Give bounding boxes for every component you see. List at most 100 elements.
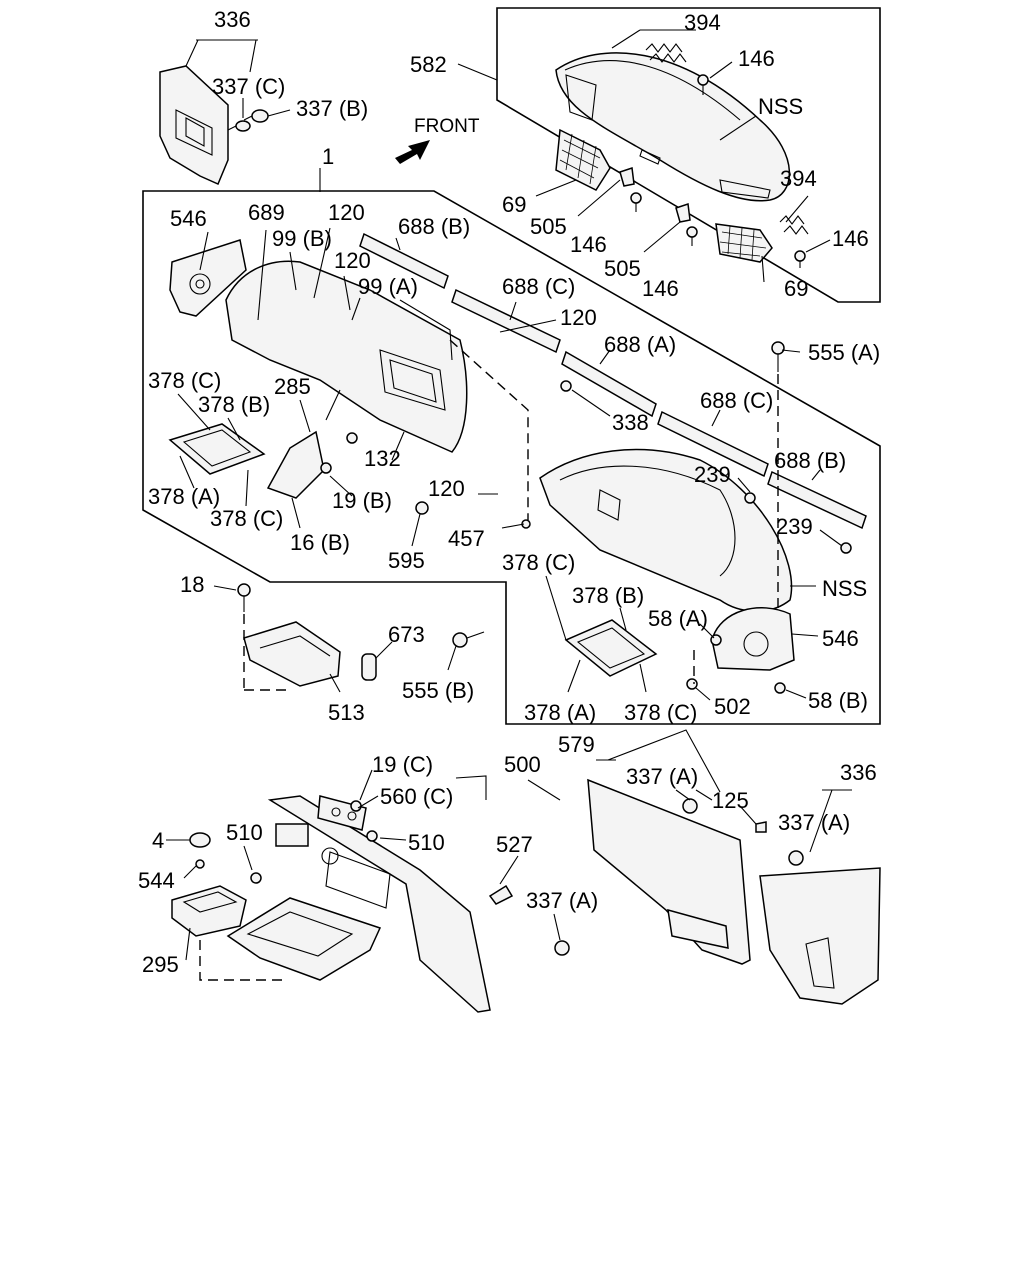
glove-box-579 xyxy=(587,778,751,965)
callout-label: 58 (B) xyxy=(808,688,868,713)
callout-label: 689 xyxy=(248,200,285,225)
bracket-513 xyxy=(243,621,341,687)
screws-146 xyxy=(630,74,806,268)
front-label: FRONT xyxy=(414,116,480,137)
speaker-grille-69-left xyxy=(555,128,611,191)
callout-label: 125 xyxy=(712,788,749,813)
callout-label: 688 (C) xyxy=(700,388,773,413)
spacer-673 xyxy=(361,653,377,681)
callout-label: 378 (B) xyxy=(572,583,644,608)
callout-label: 69 xyxy=(784,276,808,301)
callout-label: 19 (C) xyxy=(372,752,433,777)
callout-label: 378 (C) xyxy=(502,550,575,575)
inset-box-582 xyxy=(496,7,881,303)
callout-label: 673 xyxy=(388,622,425,647)
callout-label: 505 xyxy=(530,214,567,239)
callout-label: 146 xyxy=(642,276,679,301)
callout-label: 500 xyxy=(504,752,541,777)
ashtray-295 xyxy=(171,885,247,937)
callout-label: 546 xyxy=(170,206,207,231)
callout-label: 544 xyxy=(138,868,175,893)
callout-label: 378 (C) xyxy=(210,506,283,531)
callout-label: 510 xyxy=(408,830,445,855)
bracket-546-left xyxy=(169,239,247,317)
callout-label: 18 xyxy=(180,572,204,597)
callout-label: 337 (A) xyxy=(626,764,698,789)
callout-label: 239 xyxy=(776,514,813,539)
clips-505 xyxy=(619,166,691,223)
callout-label: 120 xyxy=(428,476,465,501)
callout-label: 285 xyxy=(274,374,311,399)
side-cover-336-bottom xyxy=(759,867,881,1005)
callout-label: 688 (C) xyxy=(502,274,575,299)
callout-label: 457 xyxy=(448,526,485,551)
bolts xyxy=(237,341,852,694)
callout-label: 378 (C) xyxy=(148,368,221,393)
callout-label: 378 (A) xyxy=(148,484,220,509)
callout-label: 336 xyxy=(840,760,877,785)
callout-label: 510 xyxy=(226,820,263,845)
callout-label: 337 (C) xyxy=(212,74,285,99)
callout-label: 337 (B) xyxy=(296,96,368,121)
callout-label: 555 (A) xyxy=(808,340,880,365)
callout-label: 146 xyxy=(570,232,607,257)
callout-label: 69 xyxy=(502,192,526,217)
callout-label: NSS xyxy=(758,94,803,119)
trim-strips-688 xyxy=(359,232,867,530)
callout-label: 336 xyxy=(214,7,251,32)
lower-panel-500 xyxy=(226,795,491,1013)
overhead-console-582 xyxy=(555,52,791,202)
dashed-guides xyxy=(243,339,779,691)
callout-label: 58 (A) xyxy=(648,606,708,631)
callout-label: 338 xyxy=(612,410,649,435)
callout-label: 688 (A) xyxy=(604,332,676,357)
wires-394 xyxy=(645,43,809,235)
callout-label: 337 (A) xyxy=(526,888,598,913)
leader-lines xyxy=(166,29,852,961)
callout-label: 582 xyxy=(410,52,447,77)
callout-label: 378 (C) xyxy=(624,700,697,725)
callout-label: 546 xyxy=(822,626,859,651)
front-arrow-icon xyxy=(395,140,430,164)
callout-label: 4 xyxy=(152,828,164,853)
callout-label: 19 (B) xyxy=(332,488,392,513)
callout-label: 579 xyxy=(558,732,595,757)
callout-label: 132 xyxy=(364,446,401,471)
callout-label: 337 (A) xyxy=(778,810,850,835)
callout-label: 16 (B) xyxy=(290,530,350,555)
assembly-outline-1 xyxy=(142,190,881,725)
callout-label: 1 xyxy=(322,144,334,169)
callout-label: 505 xyxy=(604,256,641,281)
callout-label: 120 xyxy=(334,248,371,273)
callout-label: 527 xyxy=(496,832,533,857)
clip-337-c xyxy=(227,120,251,132)
callout-label: 146 xyxy=(832,226,869,251)
callout-label: NSS xyxy=(822,576,867,601)
callout-label: 595 xyxy=(388,548,425,573)
speaker-grille-69-right xyxy=(715,223,773,263)
callout-label: 99 (A) xyxy=(358,274,418,299)
callout-label: 239 xyxy=(694,462,731,487)
callout-label: 560 (C) xyxy=(380,784,453,809)
callout-label: 99 (B) xyxy=(272,226,332,251)
callout-label: 378 (B) xyxy=(198,392,270,417)
duct-frames-378-left xyxy=(168,423,266,475)
side-cover-336 xyxy=(159,65,229,185)
callout-label: 502 xyxy=(714,694,751,719)
duct-frames-378-right xyxy=(564,619,658,677)
callout-label: 120 xyxy=(328,200,365,225)
callout-label: 378 (A) xyxy=(524,700,596,725)
callout-label: 555 (B) xyxy=(402,678,474,703)
callout-label: 295 xyxy=(142,952,179,977)
callout-label: 688 (B) xyxy=(398,214,470,239)
callout-label: 688 (B) xyxy=(774,448,846,473)
callout-label: 513 xyxy=(328,700,365,725)
callout-label: 394 xyxy=(684,10,721,35)
callout-labels: 336 337 (C) 337 (B) 582 394 146 NSS 69 5… xyxy=(138,7,880,977)
callout-label: 120 xyxy=(560,305,597,330)
cap-4 xyxy=(189,832,211,848)
callout-label: 394 xyxy=(780,166,817,191)
clip-337-b xyxy=(243,109,269,123)
